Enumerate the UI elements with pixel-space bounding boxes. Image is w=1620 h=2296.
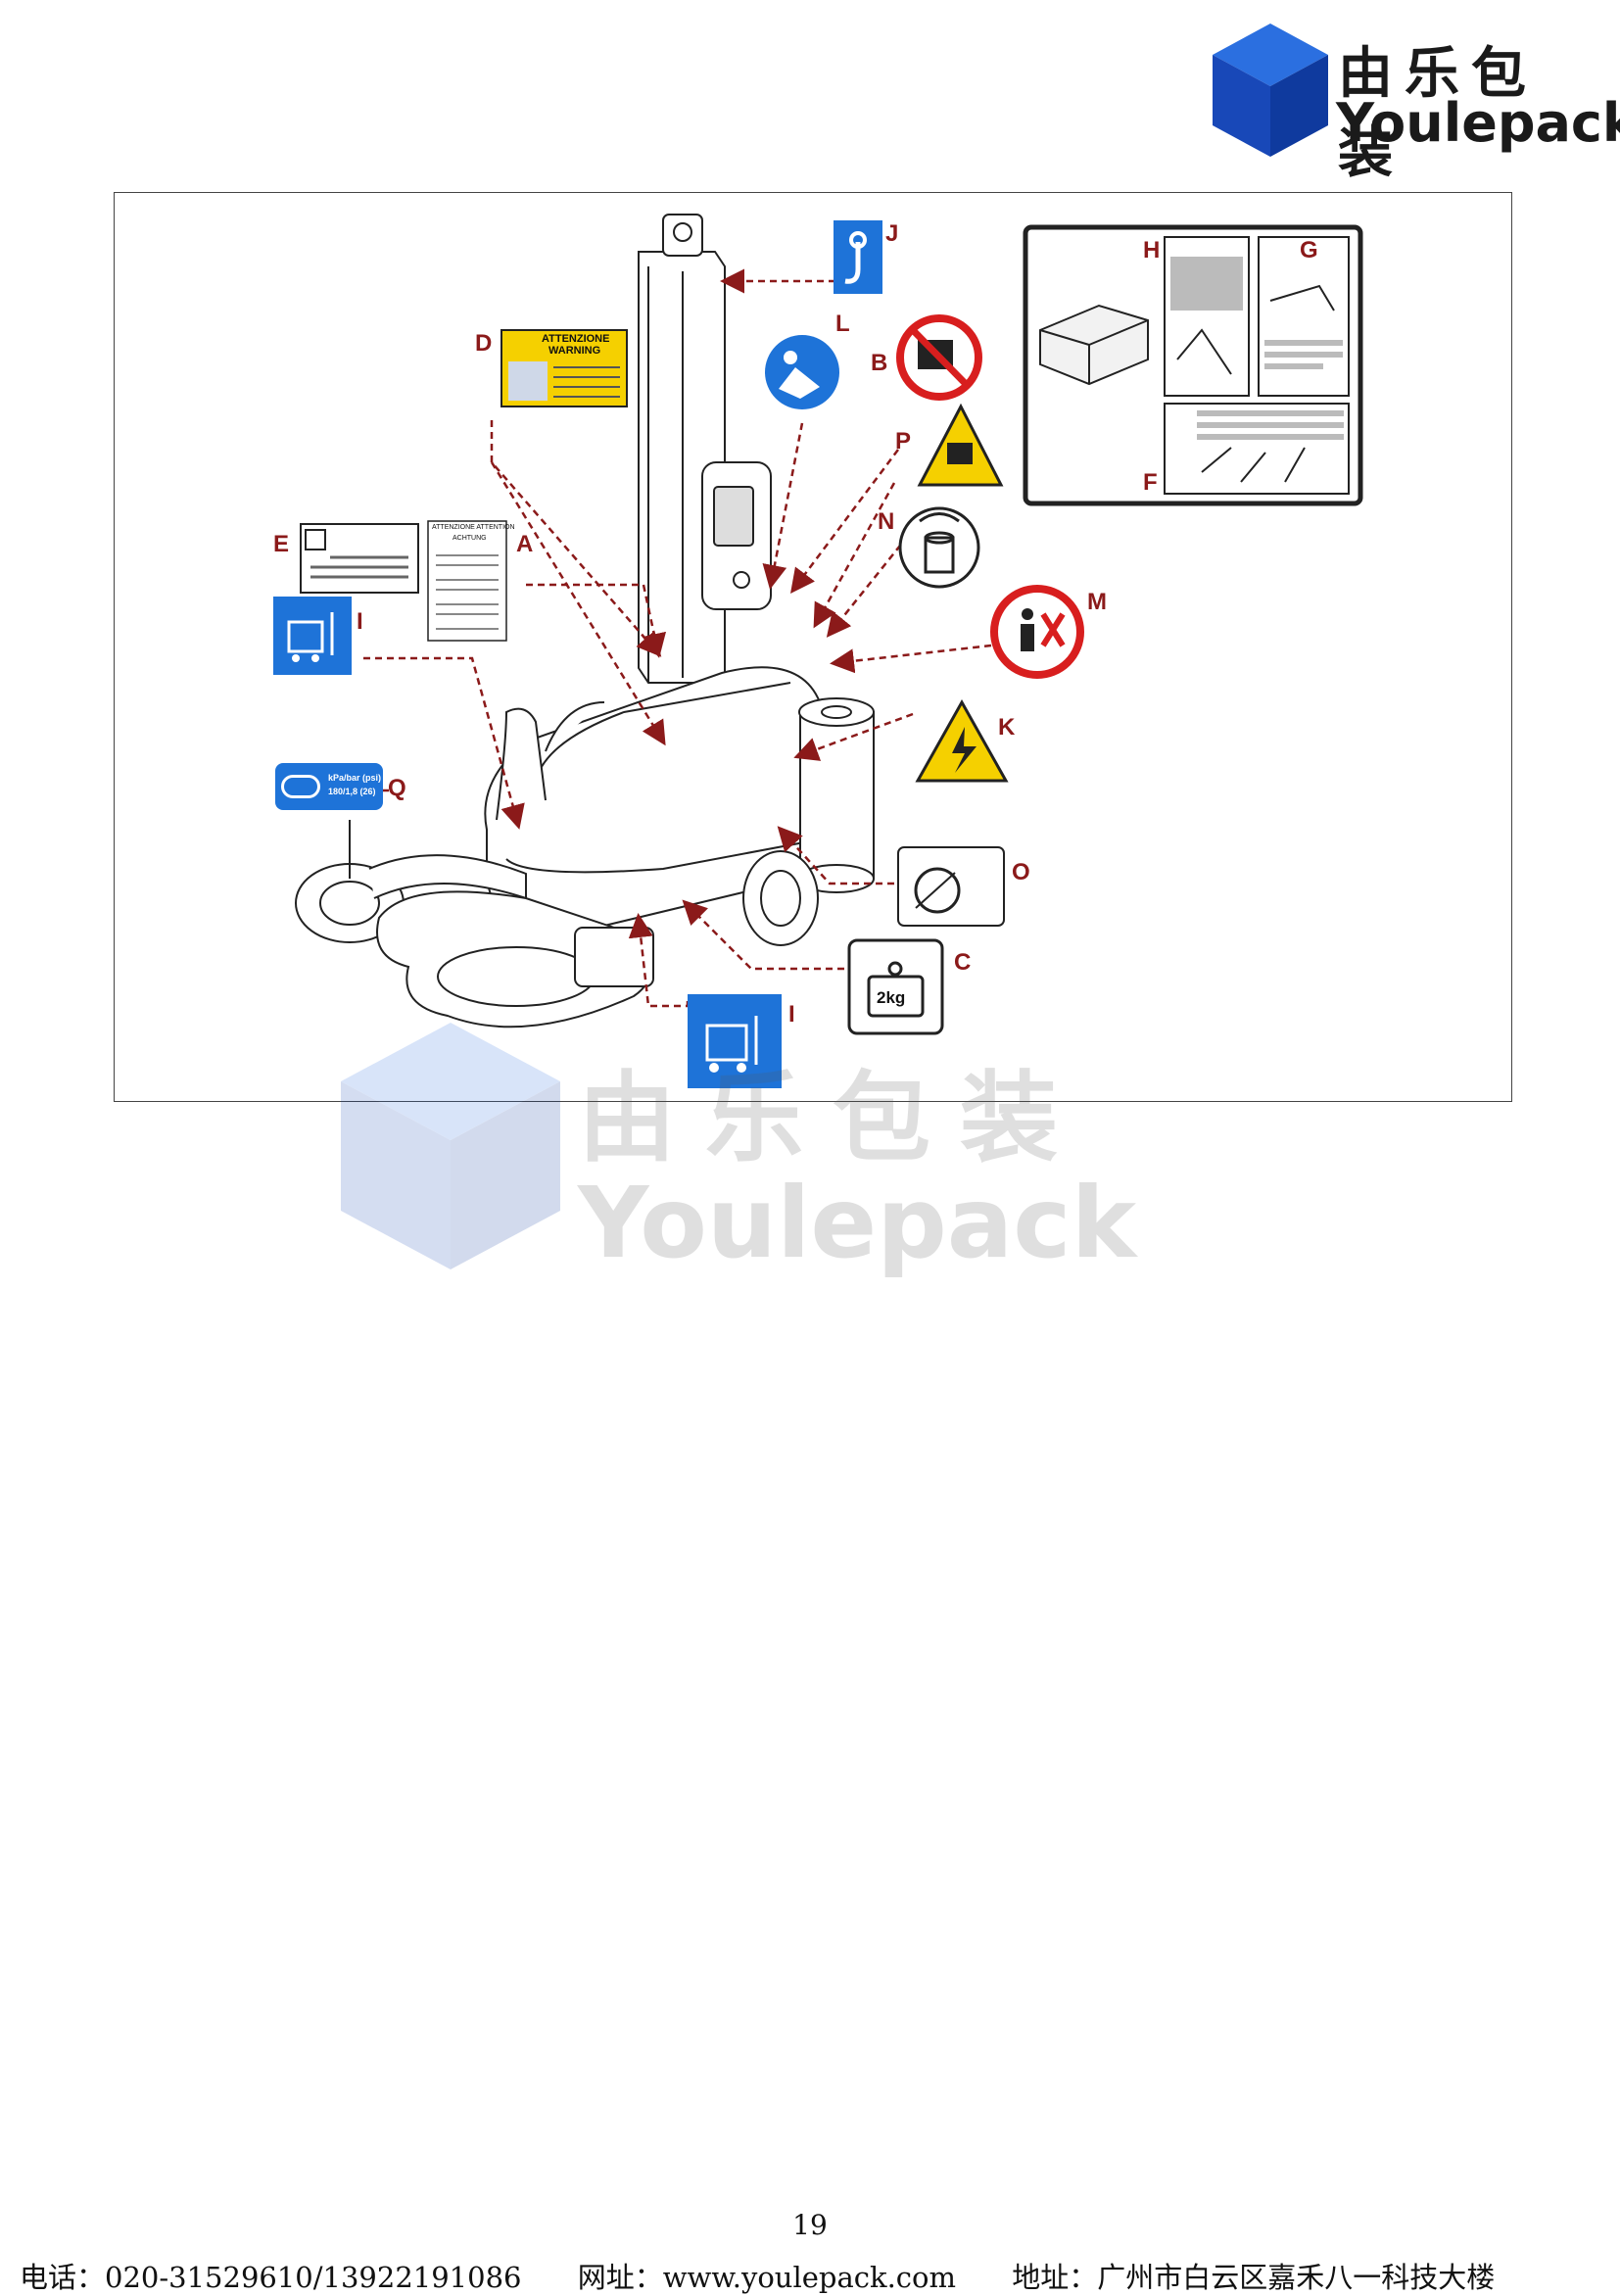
page-number: 19	[792, 2209, 828, 2241]
label-letter-f: F	[1143, 469, 1158, 496]
attention-label-line1: ATTENZIONE ATTENTION	[432, 524, 515, 531]
tire-label-line2: 180/1,8 (26)	[328, 787, 376, 796]
forklift-sign-icon-bottom	[688, 994, 782, 1088]
watermark-english-name: Youlepack	[578, 1166, 1137, 1280]
forklift-sign-icon-top	[273, 597, 352, 675]
machine-mast	[638, 214, 726, 684]
no-persons-sign-icon	[990, 585, 1084, 679]
label-letter-i-bottom: I	[788, 1001, 795, 1028]
label-letter-k: K	[998, 714, 1016, 741]
logo-chinese-name: 由乐包装	[1338, 42, 1538, 185]
control-panel	[701, 461, 772, 610]
label-letter-m: M	[1087, 589, 1107, 615]
rotation-sign-icon	[898, 506, 980, 589]
label-letter-h: H	[1143, 237, 1161, 263]
cube-logo-icon	[1213, 24, 1328, 157]
crush-warning-icon	[917, 403, 1004, 487]
tire-label-line1: kPa/bar (psi)	[328, 773, 382, 783]
label-letter-b: B	[871, 350, 888, 376]
footer-address: 地址：广州市白云区嘉禾八一科技大楼	[1012, 2261, 1496, 2294]
electric-warning-icon	[915, 698, 1009, 783]
warning-label-line1: ATTENZIONE	[542, 333, 610, 345]
film-roll	[798, 697, 875, 893]
label-letter-e: E	[273, 531, 290, 557]
machine-wheels	[295, 820, 819, 1028]
label-letter-q: Q	[388, 775, 406, 801]
attention-text-label	[427, 520, 507, 642]
handwheel-sign-icon	[897, 846, 1005, 927]
label-letter-l: L	[835, 311, 850, 337]
label-letter-d: D	[475, 330, 493, 357]
weight-sign-icon	[847, 938, 944, 1035]
no-hands-sign-icon	[896, 314, 982, 401]
tire-icon	[281, 775, 320, 798]
warning-label-line2: WARNING	[548, 345, 601, 357]
footer-website[interactable]: 网址：www.youlepack.com	[577, 2261, 957, 2294]
packaging-instruction-panel	[1023, 224, 1363, 506]
safety-labels-figure: ATTENZIONE WARNING ATTENZIONE ATTENTION …	[114, 192, 1512, 1102]
footer-phone: 电话：020-31529610/13922191086	[20, 2261, 522, 2294]
logo-english-name: Youlepack	[1336, 92, 1620, 154]
info-label-icon	[300, 523, 419, 594]
footer: 电话：020-31529610/13922191086 网址：www.youle…	[20, 2255, 1542, 2296]
label-letter-a: A	[516, 531, 534, 557]
machine-diagram	[273, 214, 1363, 1088]
read-manual-icon	[765, 335, 839, 409]
weight-label-text: 2kg	[877, 988, 906, 1007]
company-logo: 由乐包装 Youlepack	[1207, 22, 1620, 185]
hook-sign-icon	[834, 220, 882, 294]
warning-label-icon	[500, 329, 628, 407]
label-letter-c: C	[954, 949, 972, 976]
label-arrows	[355, 268, 992, 1008]
label-letter-j: J	[885, 220, 899, 247]
label-letter-g: G	[1300, 237, 1318, 263]
label-letter-o: O	[1012, 859, 1030, 885]
label-letter-n: N	[878, 508, 895, 535]
label-letter-p: P	[895, 428, 912, 454]
attention-label-line2: ACHTUNG	[453, 535, 487, 542]
label-letter-i-top: I	[357, 608, 363, 635]
